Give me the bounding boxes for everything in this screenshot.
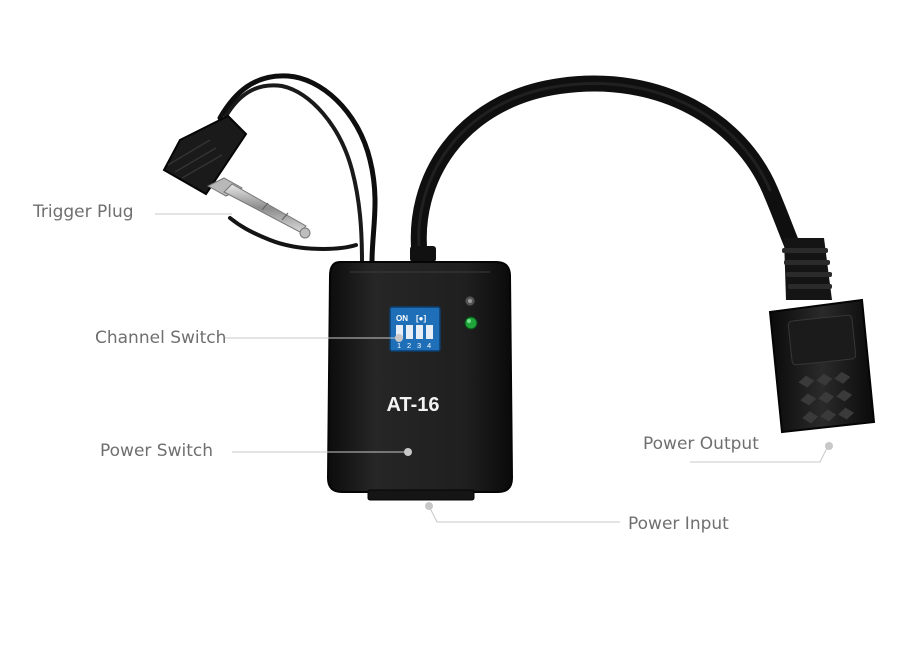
channel-switch-label: Channel Switch [95, 328, 227, 348]
channel-dip-switch[interactable]: ON [●] 1 2 3 4 [389, 306, 441, 352]
receiver-body: ON [●] 1 2 3 4 AT-16 [326, 246, 514, 501]
callout-lines [155, 213, 829, 523]
power-input-line [428, 505, 620, 523]
dip-lever-2[interactable] [406, 325, 413, 339]
trigger-plug [162, 114, 311, 239]
power-output-label: Power Output [643, 434, 759, 454]
power-output-cable [410, 75, 832, 300]
power-output-connector [768, 298, 876, 434]
power-input-label: Power Input [628, 514, 729, 534]
dip-number-1: 1 [397, 341, 401, 350]
power-output-line [690, 445, 829, 463]
trigger-plug-label: Trigger Plug [33, 202, 134, 222]
dip-lever-1[interactable] [396, 325, 403, 339]
channel-switch-dot [395, 334, 403, 342]
power-switch-dot [404, 448, 412, 456]
dip-code-label: [●] [416, 314, 426, 323]
model-label: AT-16 [387, 394, 440, 416]
dip-number-3: 3 [417, 341, 421, 350]
dip-lever-4[interactable] [426, 325, 433, 339]
dip-number-2: 2 [407, 341, 411, 350]
status-led [464, 316, 478, 330]
trigger-cable [217, 73, 378, 265]
dip-number-4: 4 [427, 341, 431, 350]
dip-on-label: ON [396, 314, 408, 323]
callout-dots [395, 334, 833, 510]
dip-lever-3[interactable] [416, 325, 423, 339]
power-input-dot [425, 502, 433, 510]
power-switch-label: Power Switch [100, 441, 214, 461]
power-output-dot [825, 442, 833, 450]
